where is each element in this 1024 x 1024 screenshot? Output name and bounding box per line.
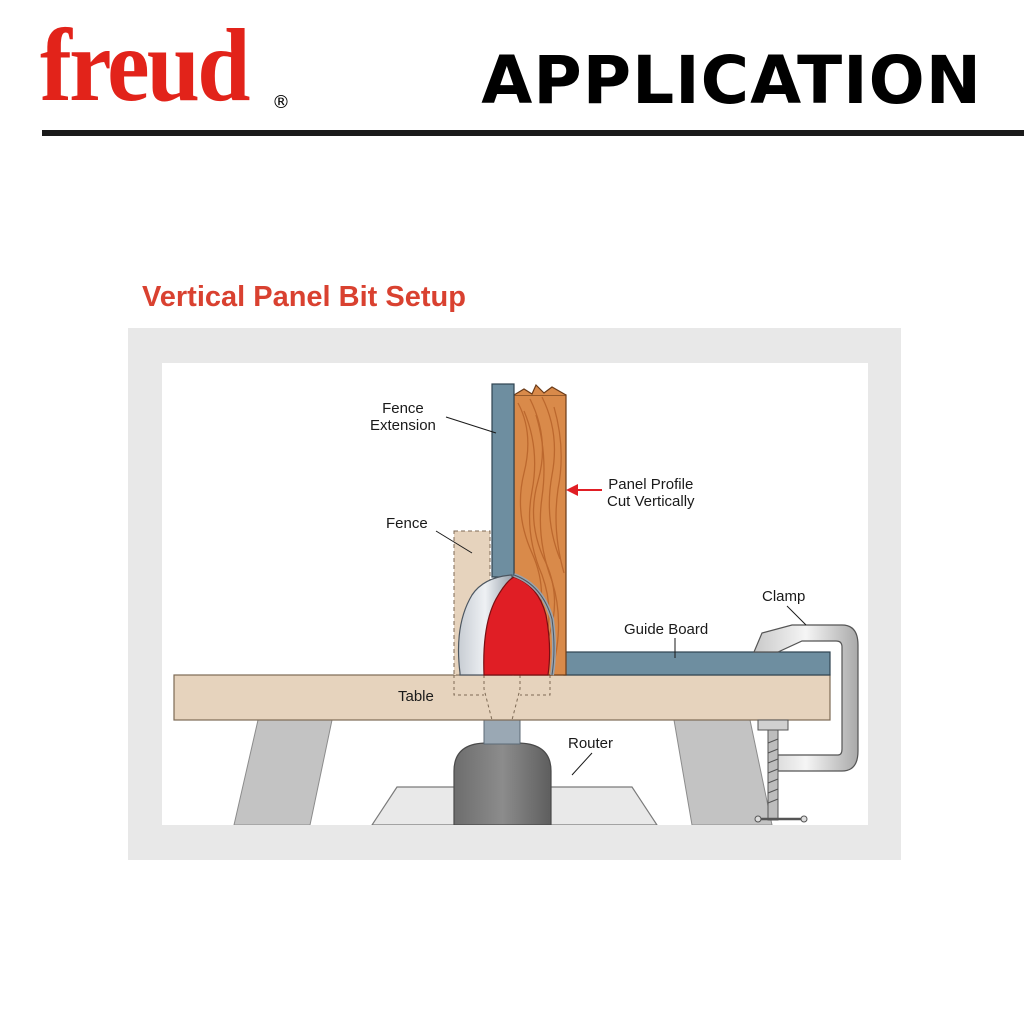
- panel-arrow-head: [566, 484, 578, 496]
- leader-clamp: [786, 605, 807, 626]
- fence-extension: [491, 383, 515, 578]
- guide-board: [563, 651, 831, 676]
- section-title: Vertical Panel Bit Setup: [142, 281, 466, 313]
- label-router: Router: [568, 735, 614, 752]
- registered-mark: ®: [272, 92, 290, 113]
- leader-fence: [435, 530, 473, 554]
- brand-wordmark: freud: [40, 8, 250, 123]
- freud-logo: freud: [40, 14, 250, 118]
- page-title: APPLICATION: [481, 42, 982, 119]
- clamp-pad: [757, 719, 789, 731]
- clamp-screw: [767, 729, 779, 821]
- leader-fence-extension: [445, 416, 497, 434]
- label-fence-extension: Fence Extension: [370, 400, 436, 434]
- table-leg-left: [233, 719, 333, 825]
- table-top: [173, 674, 831, 721]
- label-guide-board: Guide Board: [624, 621, 709, 638]
- label-clamp: Clamp: [762, 588, 806, 605]
- table-leg-right: [673, 719, 773, 825]
- diagram-panel: Fence Extension Panel Profile Cut Vertic…: [162, 363, 868, 825]
- label-panel-profile: Panel Profile Cut Vertically: [607, 476, 695, 510]
- router-collet: [483, 719, 521, 745]
- diagram-frame: Fence Extension Panel Profile Cut Vertic…: [128, 328, 901, 860]
- header-divider: [42, 130, 1024, 136]
- label-fence: Fence: [386, 515, 428, 532]
- leader-router: [571, 752, 593, 776]
- router-setup-illustration: [173, 383, 859, 825]
- label-table: Table: [398, 688, 434, 705]
- router-body: [453, 742, 552, 825]
